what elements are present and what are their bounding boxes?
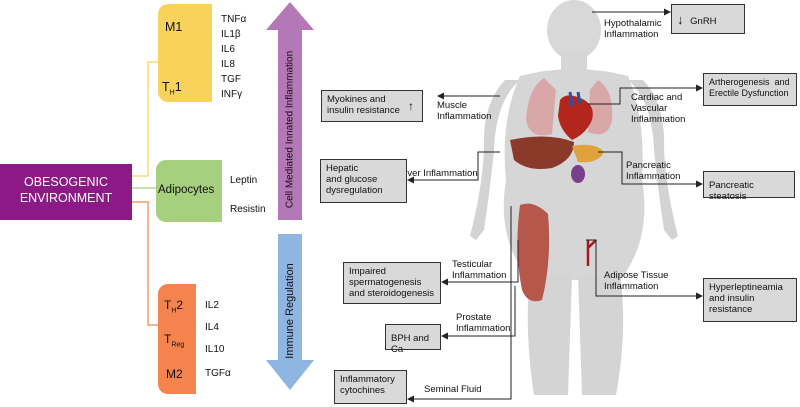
obesogenic-environment-box: OBESOGENIC ENVIRONMENT	[0, 164, 132, 220]
th1-label: TH1	[162, 80, 182, 97]
left-leg-shape	[527, 275, 572, 395]
label-muscle: Muscle Inflammation	[437, 100, 492, 122]
marker-infg: INFγ	[221, 89, 243, 100]
m1-box	[158, 4, 212, 102]
marker-tgfa: TGFα	[205, 368, 231, 379]
connector-lines	[413, 11, 697, 400]
regulatory-box	[158, 284, 196, 394]
box-hyperleptin: Hyperleptineamia and insulin resistance	[703, 278, 797, 322]
heart-organ	[558, 95, 593, 140]
line-testicular	[447, 240, 519, 283]
marker-il4: IL4	[205, 322, 219, 333]
connector-m1	[132, 61, 158, 177]
gnrh-down-arrow: ↓	[677, 12, 684, 27]
right-arm-shape	[628, 80, 678, 240]
marker-il10: IL10	[205, 344, 225, 355]
marker-il1b: IL1β	[221, 29, 241, 40]
connector-regulatory	[132, 201, 158, 326]
label-cardiac: Cardiac and Vascular Inflammation	[631, 92, 686, 125]
box-myokines: Myokines and insulin resistance ↑	[321, 90, 423, 122]
lung-left	[526, 78, 556, 136]
m2-label: M2	[166, 367, 183, 381]
box-cytochines: Inflammatory cytochines	[334, 370, 407, 404]
myokines-up-arrow: ↑	[408, 99, 414, 113]
kidney-organ	[571, 165, 585, 183]
right-leg-shape	[578, 275, 624, 395]
label-testicular: Testicular Inflammation	[452, 259, 507, 281]
obesogenic-line2: ENVIRONMENT	[19, 191, 113, 205]
line-liver	[413, 151, 500, 181]
box-bph: BPH and Ca	[385, 324, 441, 355]
marker-tnfa: TNFα	[221, 14, 247, 25]
marker-tgf: TGF	[221, 74, 241, 85]
marker-il6: IL6	[221, 44, 235, 55]
label-liver: Liver Inflammation	[400, 168, 478, 179]
neck-shape	[561, 52, 587, 72]
thigh-muscle	[517, 203, 550, 302]
heart-vessels	[568, 91, 582, 107]
label-adipose: Adipose Tissue Inflammation	[604, 270, 669, 292]
m1-label: M1	[165, 20, 183, 34]
myokines-text: Myokines and insulin resistance	[327, 94, 400, 116]
box-steatosis: Pancreatic steatosis	[703, 171, 795, 202]
adipocytes-box	[156, 160, 222, 222]
adipocytes-label: Adipocytes	[158, 184, 215, 196]
marker-leptin: Leptin	[230, 175, 258, 186]
marker-resistin: Resistin	[230, 204, 266, 215]
left-arm-shape	[470, 80, 520, 240]
box-hepatic: Hepatic and glucose dysregulation	[320, 159, 407, 203]
line-prostate	[447, 286, 516, 337]
gnrh-text: GnRH	[690, 16, 717, 27]
pancreas-organ	[572, 144, 604, 163]
head-shape	[547, 0, 601, 60]
line-pancreatic	[598, 151, 697, 185]
thigh-vessel	[586, 239, 597, 266]
box-gnrh: ↓ GnRH	[671, 4, 745, 34]
label-prostate: Prostate Inflammation	[456, 312, 511, 334]
box-spermatogenesis: Impaired spermatogenesis and steroidogen…	[343, 262, 441, 304]
inflammation-arrow	[266, 2, 314, 220]
arrowheads	[407, 8, 703, 403]
vertical-arrows	[266, 2, 314, 390]
liver-organ	[510, 136, 574, 169]
lung-right	[588, 80, 613, 135]
label-pancreatic: Pancreatic Inflammation	[626, 160, 681, 182]
line-seminal	[413, 206, 512, 400]
label-hypothalamic: Hypothalamic Inflammation	[604, 18, 662, 40]
marker-il2: IL2	[205, 300, 219, 311]
marker-il8: IL8	[221, 59, 235, 70]
line-adipose	[586, 239, 697, 297]
regulation-arrow	[266, 234, 314, 390]
th2-label: TH2	[164, 298, 184, 315]
obesogenic-line1: OBESOGENIC	[23, 175, 109, 189]
treg-label: TReg	[164, 332, 185, 349]
box-artherogenesis: Artherogenesis and Erectile Dysfunction	[703, 73, 797, 106]
line-cardiac	[588, 87, 697, 105]
label-seminal: Seminal Fluid	[424, 384, 482, 395]
